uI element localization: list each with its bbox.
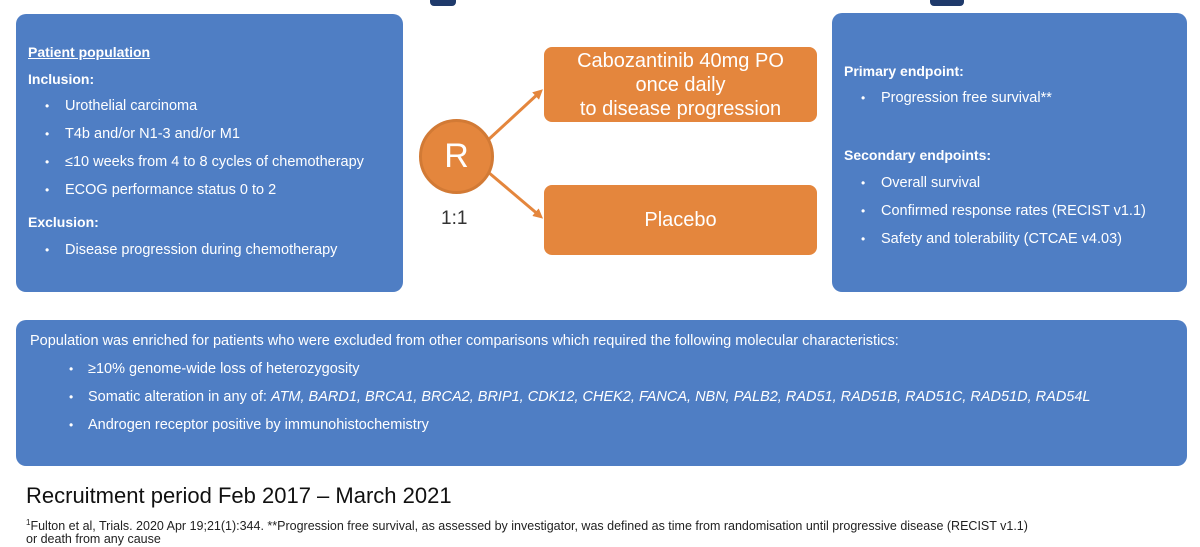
somatic-alteration-prefix: Somatic alteration in any of: <box>88 389 271 405</box>
list-item: Overall survival <box>844 175 1175 192</box>
patient-population-heading: Patient population <box>28 44 151 60</box>
enrichment-panel: Population was enriched for patients who… <box>16 320 1187 466</box>
arm-line: Placebo <box>644 209 717 231</box>
list-item: ≤10 weeks from 4 to 8 cycles of chemothe… <box>28 154 389 171</box>
list-item: Progression free survival** <box>844 90 1175 107</box>
secondary-endpoints-list: Overall survival Confirmed response rate… <box>844 175 1175 248</box>
enrichment-list: ≥10% genome-wide loss of heterozygosity … <box>30 361 1173 434</box>
list-item: ECOG performance status 0 to 2 <box>28 182 389 199</box>
enrichment-lead-text: Population was enriched for patients who… <box>30 333 899 349</box>
gene-list: ATM, BARD1, BRCA1, BRCA2, BRIP1, CDK12, … <box>270 389 1091 405</box>
title-glyph <box>930 0 964 6</box>
primary-endpoint-heading: Primary endpoint: <box>844 63 964 79</box>
arrow-to-cabozantinib <box>486 89 543 142</box>
list-item: Confirmed response rates (RECIST v1.1) <box>844 203 1175 220</box>
randomization-ratio: 1:1 <box>441 208 468 229</box>
patient-population-panel: Patient population Inclusion: Urothelial… <box>16 14 403 292</box>
list-item: T4b and/or N1-3 and/or M1 <box>28 126 389 143</box>
randomization-symbol: R <box>444 137 469 175</box>
randomization-circle: R <box>419 119 494 194</box>
endpoints-panel: Primary endpoint: Progression free survi… <box>832 13 1187 292</box>
primary-endpoint-list: Progression free survival** <box>844 90 1175 107</box>
recruitment-period: Recruitment period Feb 2017 – March 2021 <box>26 483 452 508</box>
list-item: Disease progression during chemotherapy <box>28 242 389 259</box>
exclusion-heading: Exclusion: <box>28 214 99 230</box>
title-fragment <box>430 0 970 10</box>
arm-line: to disease progression <box>579 97 782 120</box>
arm-line: Cabozantinib 40mg PO <box>577 49 784 72</box>
secondary-endpoints-heading: Secondary endpoints: <box>844 147 992 163</box>
list-item: Safety and tolerability (CTCAE v4.03) <box>844 231 1175 248</box>
footnote: 1Fulton et al, Trials. 2020 Apr 19;21(1)… <box>26 516 1196 546</box>
placebo-arm-box: Placebo <box>544 185 817 255</box>
list-item: ≥10% genome-wide loss of heterozygosity <box>30 361 1173 378</box>
list-item: Urothelial carcinoma <box>28 98 389 115</box>
exclusion-list: Disease progression during chemotherapy <box>28 242 389 259</box>
list-item: Androgen receptor positive by immunohist… <box>30 417 1173 434</box>
footnote-marker: 1 <box>26 518 31 527</box>
title-glyph <box>430 0 456 6</box>
footnote-line: Fulton et al, Trials. 2020 Apr 19;21(1):… <box>30 519 1028 534</box>
arrow-to-placebo <box>487 170 544 219</box>
inclusion-list: Urothelial carcinoma T4b and/or N1-3 and… <box>28 98 389 199</box>
footnote-line: or death from any cause <box>26 532 161 547</box>
list-item: Somatic alteration in any of: ATM, BARD1… <box>30 389 1173 406</box>
cropped-title <box>0 0 1200 10</box>
inclusion-heading: Inclusion: <box>28 71 95 87</box>
arm-line: once daily <box>635 73 726 96</box>
cabozantinib-arm-box: Cabozantinib 40mg PO once daily to disea… <box>544 47 817 122</box>
